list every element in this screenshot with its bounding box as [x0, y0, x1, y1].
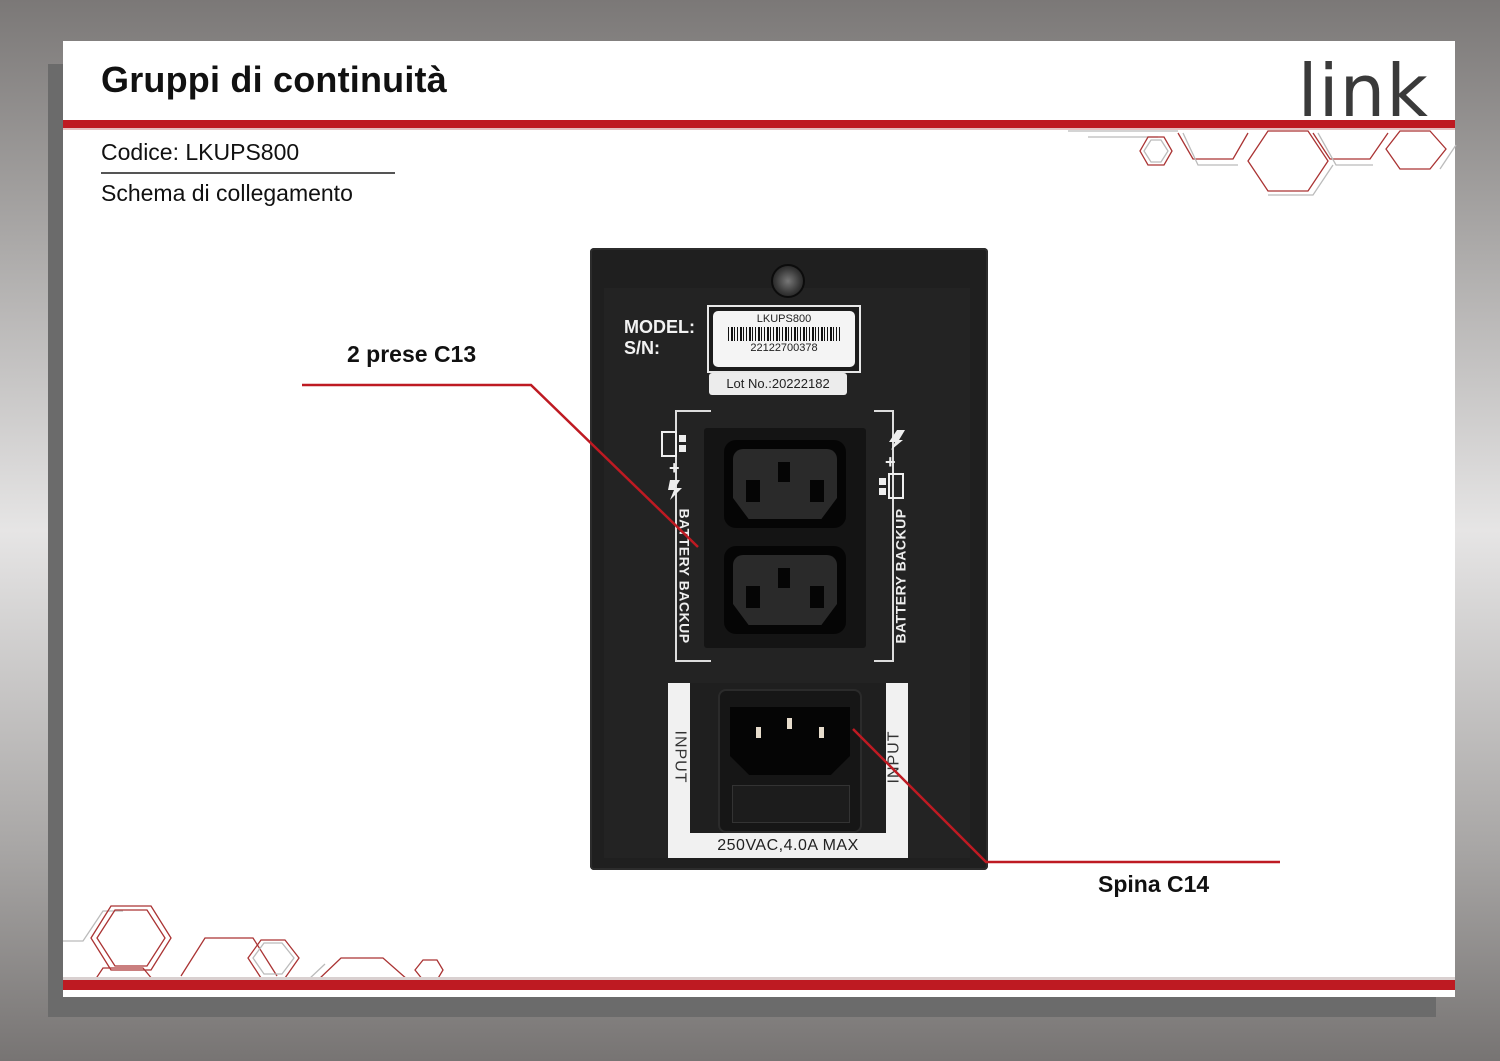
inlet-blade: [756, 727, 761, 738]
outlet-pin: [746, 480, 760, 502]
bracket-left: [675, 410, 711, 662]
page-title: Gruppi di continuità: [101, 59, 447, 100]
outlet-pin: [746, 586, 760, 608]
lot-number: Lot No.:20222182: [709, 373, 847, 395]
c13-outlet-pair: [704, 428, 866, 648]
svg-text:+: +: [669, 458, 680, 478]
sticker-face: LKUPS800 22122700378: [713, 311, 855, 367]
outlet-pin: [778, 462, 790, 482]
product-code: Codice: LKUPS800: [101, 139, 300, 165]
brand-logo: link: [1297, 49, 1429, 133]
model-sn-labels: MODEL: S/N:: [624, 317, 695, 359]
footer-divider: [63, 980, 1455, 990]
hexagon-decoration-bottom: [63, 905, 444, 980]
screw-icon: [771, 264, 805, 298]
barcode-icon: [728, 327, 840, 341]
input-panel: INPUT INPUT 250VAC,4.0A MAX: [668, 683, 908, 858]
model-value: LKUPS800: [756, 313, 812, 325]
callout-c13-label: 2 prese C13: [347, 341, 477, 367]
battery-plug-icon-left: +: [661, 431, 686, 500]
c13-outlet-1: [724, 440, 846, 528]
header-divider: [63, 120, 1455, 128]
input-rating: 250VAC,4.0A MAX: [717, 837, 859, 854]
inlet-blade: [819, 727, 824, 738]
section-title: Schema di collegamento: [101, 180, 353, 206]
model-label: MODEL:: [624, 317, 695, 337]
outlet-pin: [810, 480, 824, 502]
bracket-right: [874, 410, 894, 662]
sn-label: S/N:: [624, 338, 660, 358]
spec-sheet: Gruppi di continuità link Codice: LKUPS8…: [63, 41, 1457, 997]
ups-rear-panel: MODEL: S/N: LKUPS800 22122700378 Lot No.…: [590, 248, 988, 870]
serial-number: 22122700378: [750, 342, 818, 354]
fuse-drawer: [732, 785, 850, 823]
callout-lines: [302, 383, 1280, 864]
c13-outlet-2: [724, 546, 846, 634]
battery-plug-icon-right: +: [879, 430, 905, 499]
hexagon-decoration-top: [1068, 130, 1457, 196]
outlet-pin: [810, 586, 824, 608]
code-underline: [101, 172, 395, 174]
c14-inlet: [718, 689, 862, 833]
inlet-blade: [787, 718, 792, 729]
callout-c14-label: Spina C14: [1098, 871, 1210, 897]
outlet-pin: [778, 568, 790, 588]
svg-text:+: +: [885, 452, 896, 472]
serial-sticker: LKUPS800 22122700378: [707, 305, 861, 373]
